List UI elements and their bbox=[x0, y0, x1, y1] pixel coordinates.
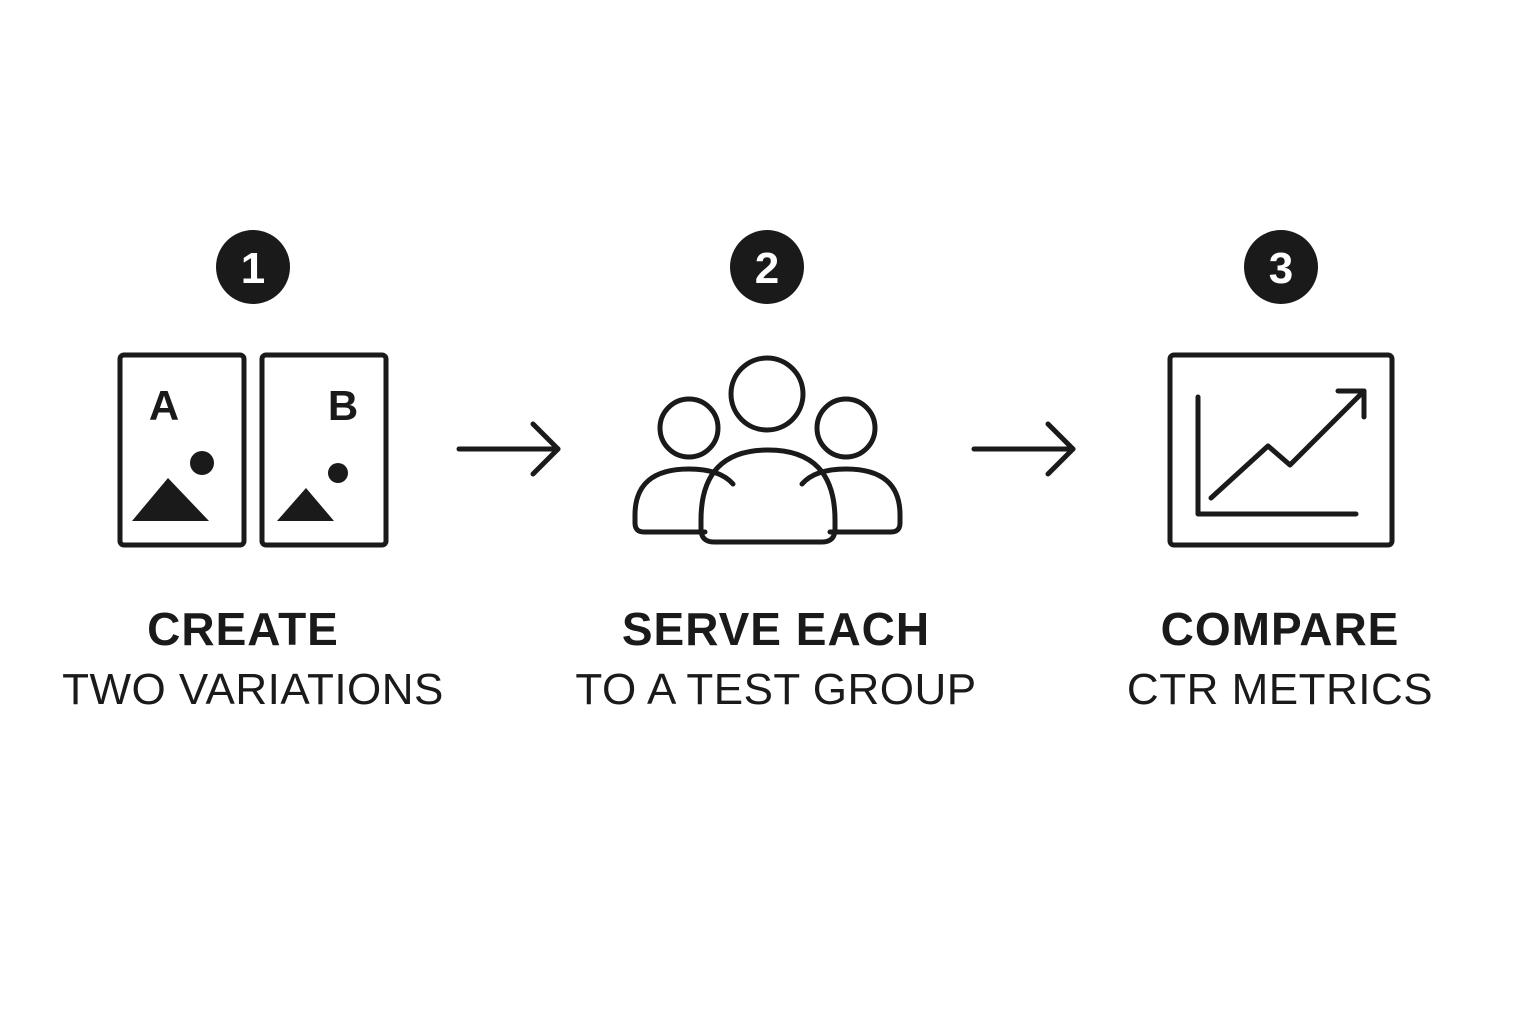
step-title: SERVE EACH bbox=[622, 603, 930, 655]
variant-b-label: B bbox=[328, 382, 358, 429]
image-placeholder-icon bbox=[132, 451, 214, 521]
ab-variations-icon: A B bbox=[117, 352, 389, 548]
step-3: 3 COMPARE CTR METRICS bbox=[1127, 230, 1433, 714]
image-placeholder-icon bbox=[277, 463, 348, 521]
variant-a-card: A bbox=[117, 352, 247, 548]
step-title: CREATE bbox=[147, 603, 339, 655]
step-number: 2 bbox=[755, 244, 779, 293]
step-number: 3 bbox=[1269, 244, 1293, 293]
step-number-badge: 1 bbox=[216, 230, 290, 304]
variant-b-card: B bbox=[259, 352, 389, 548]
step-number: 1 bbox=[241, 244, 265, 293]
arrow-right-icon bbox=[971, 421, 1076, 477]
trend-chart-icon bbox=[1167, 352, 1395, 548]
arrow-right-icon bbox=[456, 421, 561, 477]
step-subtitle: CTR METRICS bbox=[1127, 665, 1433, 714]
step-number-badge: 2 bbox=[730, 230, 804, 304]
variant-a-label: A bbox=[149, 382, 179, 429]
step-number-badge: 3 bbox=[1244, 230, 1318, 304]
step-subtitle: TWO VARIATIONS bbox=[62, 665, 444, 714]
user-group-icon bbox=[632, 355, 903, 545]
step-title: COMPARE bbox=[1161, 603, 1400, 655]
step-subtitle: TO A TEST GROUP bbox=[575, 665, 976, 714]
step-2: 2 SERVE EACH TO A TEST GROUP bbox=[575, 230, 976, 714]
step-1: 1 A B CREATE TWO VA bbox=[62, 230, 444, 714]
